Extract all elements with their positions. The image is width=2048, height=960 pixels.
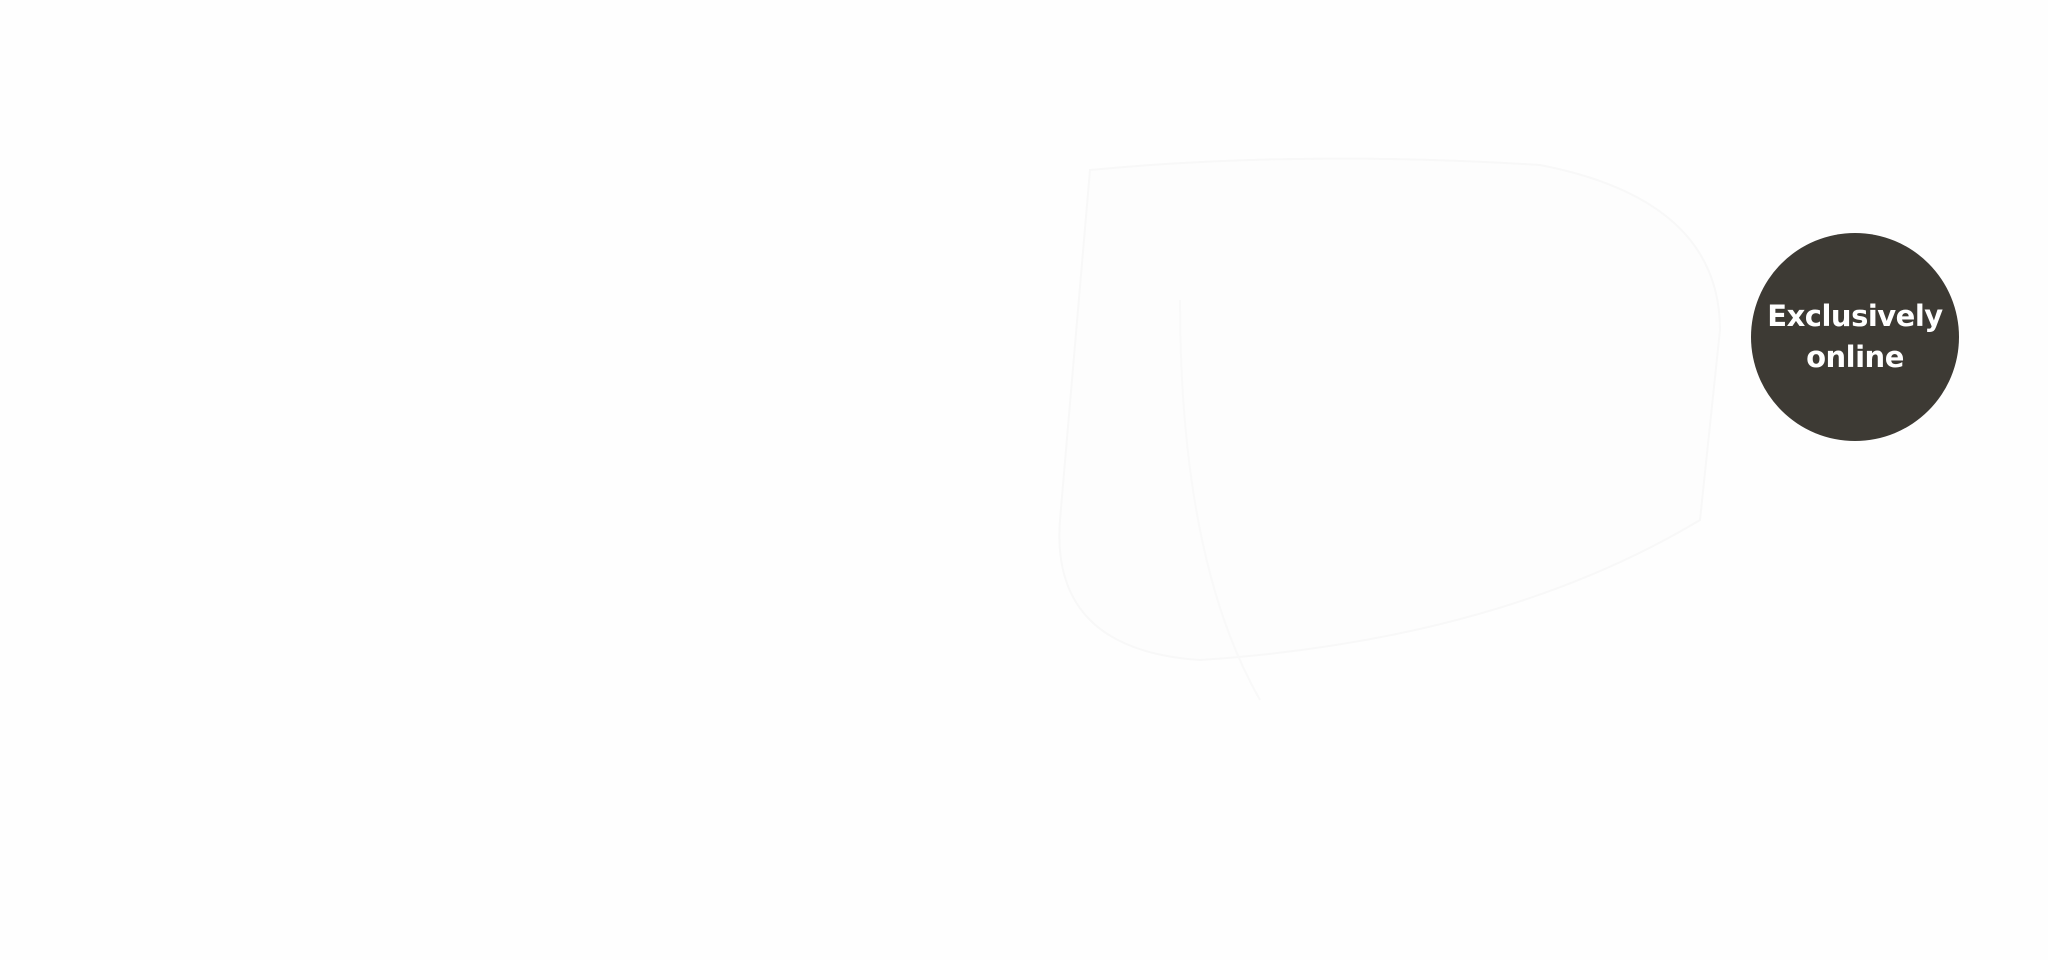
badge-text-line2: online (1806, 340, 1904, 374)
exclusively-online-badge: Exclusively online (1751, 233, 1959, 441)
badge-text-line1: Exclusively (1767, 299, 1943, 333)
